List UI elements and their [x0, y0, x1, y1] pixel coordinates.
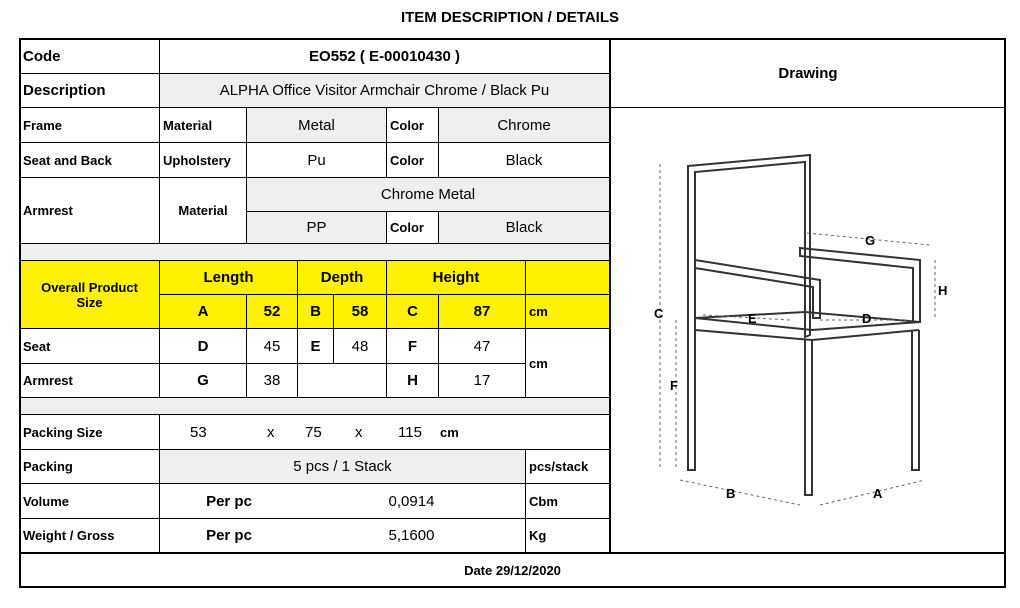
weight-value: 5,1600 — [388, 527, 435, 544]
drawing-label: Drawing — [778, 65, 838, 82]
volume-label: Volume — [23, 493, 69, 509]
armchair-drawing: C F G H E D B A — [654, 153, 947, 506]
seat-color-label: Color — [390, 152, 424, 168]
seat-armrest-unit: cm — [529, 355, 548, 371]
g-label: G — [197, 372, 209, 389]
packing-width: 75 — [305, 423, 322, 441]
volume-per: Per pc — [206, 492, 252, 510]
armrest-dims-label: Armrest — [23, 373, 73, 388]
e-label: E — [310, 337, 321, 355]
packing-length: 53 — [190, 423, 207, 441]
shade-spacer-2 — [20, 398, 609, 414]
shade-armrest-pp — [247, 212, 387, 244]
packing-label: Packing — [23, 459, 73, 474]
volume-value: 0,0914 — [388, 492, 435, 510]
packing-unit: pcs/stack — [529, 459, 589, 474]
length-label: Length — [203, 269, 254, 286]
weight-unit: Kg — [529, 528, 547, 543]
shade-frame-color — [439, 108, 609, 142]
shade-spacer-1 — [20, 244, 609, 260]
armrest-material-label: Material — [178, 203, 228, 218]
seat-back-label: Seat and Back — [23, 152, 112, 168]
description-label: Description — [23, 82, 106, 99]
overall-unit: cm — [529, 304, 548, 319]
dim-label-d: D — [862, 311, 871, 326]
frame-color-value: Chrome — [497, 116, 551, 134]
code-label: Code — [23, 48, 61, 65]
seat-color-value: Black — [505, 151, 543, 169]
description-value: ALPHA Office Visitor Armchair Chrome / B… — [219, 82, 550, 99]
h-label: H — [407, 372, 418, 389]
packing-x-1: x — [267, 423, 275, 441]
upholstery-label: Upholstery — [163, 152, 231, 168]
code-value: EO552 ( E-00010430 ) — [309, 48, 460, 65]
shade-armrest-material — [247, 178, 609, 212]
a-value: 52 — [263, 303, 281, 320]
footer-date: Date 29/12/2020 — [464, 563, 561, 578]
c-label: C — [407, 303, 418, 320]
shade-packing — [160, 449, 526, 483]
dim-label-b: B — [726, 486, 735, 501]
armrest-material-1: Chrome Metal — [380, 186, 476, 203]
frame-material-value: Metal — [298, 116, 335, 134]
dim-label-c: C — [654, 306, 664, 321]
packing-size-unit: cm — [440, 424, 459, 440]
shade-frame-material — [247, 108, 387, 142]
dim-label-h: H — [938, 283, 947, 298]
f-label: F — [407, 337, 418, 355]
shade-armrest-color — [439, 212, 609, 244]
dim-label-g: G — [865, 233, 875, 248]
f-value: 47 — [473, 337, 491, 355]
armrest-label: Armrest — [23, 203, 73, 218]
chair-outline — [687, 153, 921, 496]
b-value: 58 — [351, 303, 369, 320]
packing-value: 5 pcs / 1 Stack — [293, 458, 392, 475]
frame-color-label: Color — [390, 117, 424, 133]
depth-label: Depth — [320, 269, 364, 286]
armrest-color-value: Black — [505, 219, 543, 236]
d-label: D — [197, 337, 209, 355]
e-value: 48 — [351, 337, 369, 355]
c-value: 87 — [473, 303, 491, 320]
a-label: A — [197, 303, 209, 320]
shade-description — [160, 74, 609, 108]
h-value: 17 — [473, 372, 491, 389]
volume-unit: Cbm — [529, 493, 558, 509]
armrest-material-2: PP — [306, 219, 327, 236]
g-value: 38 — [263, 372, 281, 389]
dim-label-a: A — [873, 486, 883, 501]
packing-size-label: Packing Size — [23, 424, 103, 440]
d-value: 45 — [263, 337, 281, 355]
frame-material-label: Material — [163, 117, 213, 133]
upholstery-value: Pu — [307, 151, 326, 169]
weight-label: Weight / Gross — [23, 528, 115, 543]
b-label: B — [310, 303, 321, 320]
seat-label: Seat — [23, 338, 51, 354]
packing-x-2: x — [355, 423, 363, 441]
table-frame — [19, 38, 1006, 588]
overall-size-label: Overall Product Size — [41, 279, 138, 310]
armrest-color-label: Color — [390, 220, 424, 235]
dimension-lines — [659, 164, 936, 506]
page-title: ITEM DESCRIPTION / DETAILS — [400, 9, 620, 26]
dim-label-f: F — [670, 378, 678, 393]
height-label: Height — [432, 269, 480, 286]
packing-height: 115 — [398, 423, 422, 441]
weight-per: Per pc — [206, 527, 252, 544]
frame-label: Frame — [23, 117, 63, 133]
dim-label-e: E — [748, 311, 757, 326]
